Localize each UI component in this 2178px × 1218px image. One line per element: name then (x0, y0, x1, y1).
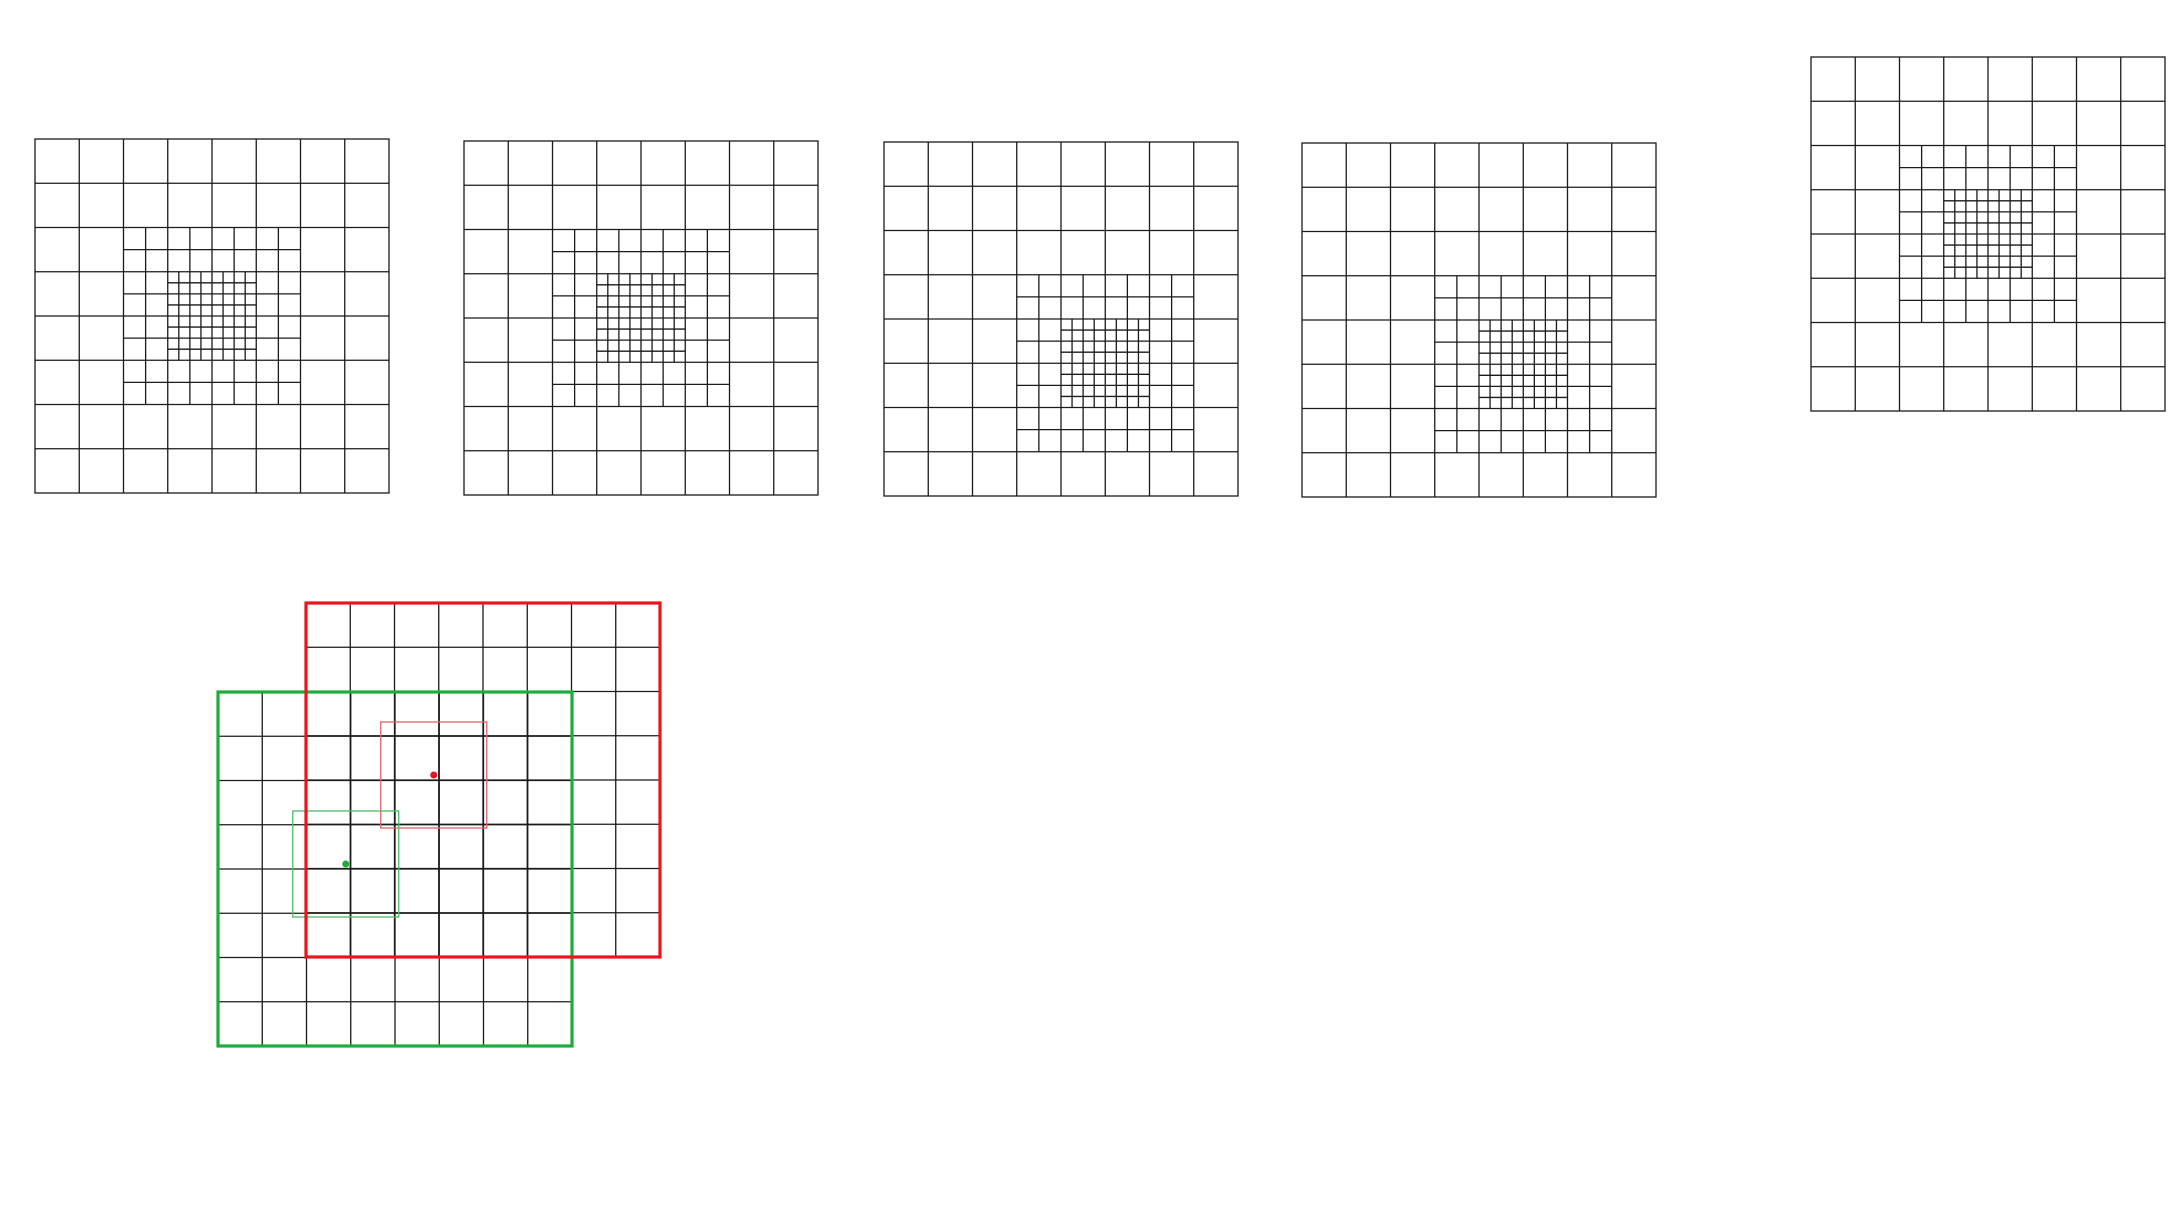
red-center-point (430, 771, 438, 779)
green-center-point (342, 860, 350, 868)
foveated-grid-2 (463, 140, 819, 496)
red-window-border (304, 601, 662, 959)
red-inner-box (380, 721, 488, 829)
overlapping-windows-diagram (216, 601, 662, 1048)
red-window-grid (306, 603, 660, 957)
foveated-grid-4 (1301, 142, 1657, 498)
foveated-grid-3 (883, 141, 1239, 497)
foveated-grids-row (34, 56, 2166, 498)
foveated-grid-1 (34, 138, 390, 494)
green-inner-box (292, 810, 400, 918)
green-window-border (216, 690, 574, 1048)
foveated-grid-5 (1810, 56, 2166, 412)
